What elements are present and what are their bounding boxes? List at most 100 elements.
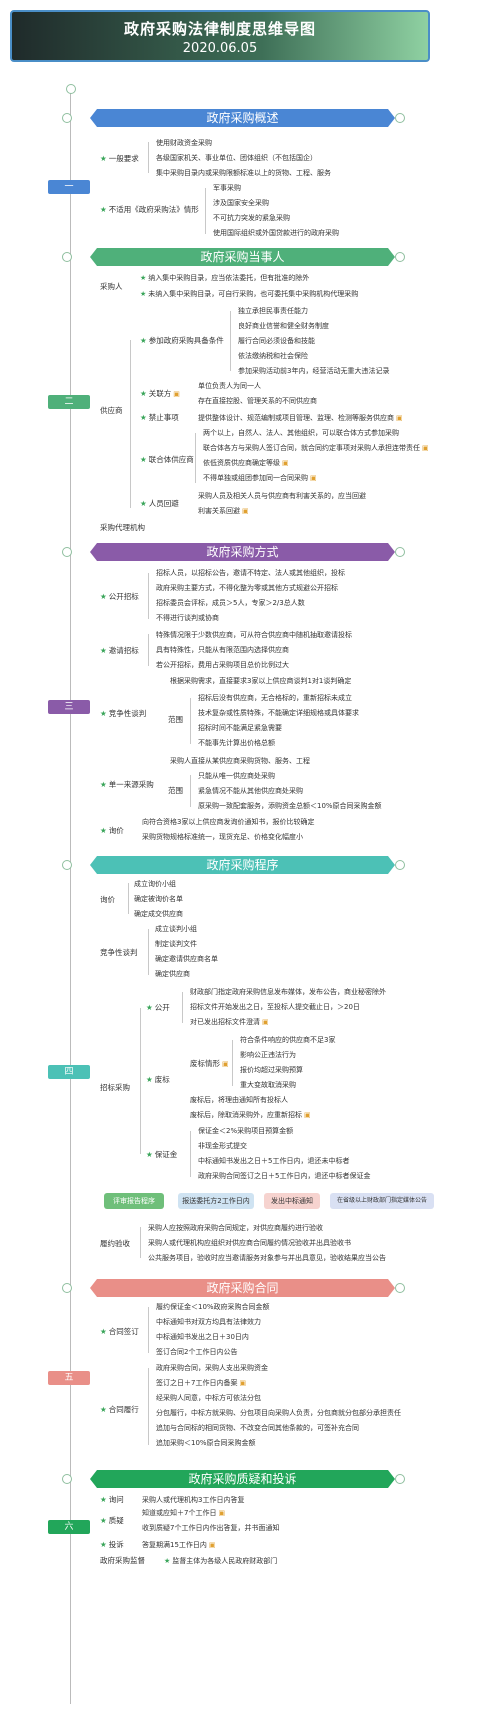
banner-right-node bbox=[395, 113, 405, 123]
s5-sign-item: 签订合同2个工作日内公告 bbox=[156, 1348, 238, 1356]
s5-sign-bracket bbox=[148, 1307, 149, 1353]
s1-a-item: 使用财政资金采购 bbox=[156, 139, 212, 147]
s4-dep-item: 中标通知书发出之日＋5工作日内，退还未中标者 bbox=[198, 1157, 350, 1165]
section-banner-1: 政府采购概述 bbox=[90, 109, 395, 127]
s3-comp-item: 招标时间不能满足紧急需要 bbox=[198, 724, 282, 732]
s1-b-item: 涉及国家安全采购 bbox=[213, 199, 269, 207]
note-icon: ▣ bbox=[208, 1541, 216, 1549]
s4-inq-item: 确定被询价名单 bbox=[134, 895, 183, 903]
s2-ban-label: ★禁止事项 bbox=[140, 413, 179, 422]
section-number-5: 五 bbox=[48, 1371, 90, 1385]
section-banner-5: 政府采购合同 bbox=[90, 1279, 395, 1297]
s3-comp-bracket bbox=[190, 698, 191, 744]
s2-rel-item: 存在直接控股、管理关系的不同供应商 bbox=[198, 397, 317, 405]
s6-c-label: ★投诉 bbox=[100, 1540, 124, 1549]
section-number-6: 六 bbox=[48, 1520, 90, 1534]
s1-branch-general: ★一般要求 bbox=[100, 154, 139, 163]
banner-right-node bbox=[395, 547, 405, 557]
s4-acc-item: 采购人应按照政府采购合同规定，对供应商履约进行验收 bbox=[148, 1224, 323, 1232]
s2-cond-bracket bbox=[230, 311, 231, 371]
s2-purchaser: 采购人 bbox=[100, 282, 123, 291]
s4-pub-item: 招标文件开始发出之日，至投标人提交截止日，＞20日 bbox=[190, 1003, 360, 1011]
note-icon: ▣ bbox=[173, 390, 180, 398]
s3-single-label: ★单一来源采购 bbox=[100, 780, 154, 789]
s3-inv-label: ★邀请招标 bbox=[100, 646, 139, 655]
banner-left-node bbox=[62, 113, 72, 123]
s2-joint-item: 依低资质供应商确定等级▣ bbox=[203, 459, 289, 467]
s4-bid-bracket bbox=[140, 1008, 141, 1154]
s4-pub-bracket bbox=[182, 992, 183, 1023]
s4-dep-item: 政府采购合同签订之日＋5工作日内，退还中标者保证金 bbox=[198, 1172, 371, 1180]
s3-open-item: 招标人员，以招标公告，邀请不特定、法人或其他组织，投标 bbox=[156, 569, 345, 577]
s4-comp-item: 制定谈判文件 bbox=[155, 940, 197, 948]
main-date: 2020.06.05 bbox=[182, 41, 258, 56]
s4-flow-step: 报送委托方2工作日内 bbox=[178, 1193, 254, 1209]
note-icon: ▣ bbox=[304, 1111, 311, 1119]
s3-open-label: ★公开招标 bbox=[100, 592, 139, 601]
s5-perf-item: 分包履行，中标方就采购、分包项目向采购人负责，分包商就分包部分承担责任 bbox=[156, 1409, 401, 1417]
s4-dep-bracket bbox=[190, 1131, 191, 1177]
s2-p-item: ★纳入集中采购目录，应当依法委托，但有批准的除外 bbox=[140, 274, 310, 282]
s4-neg-sub-item: 重大变故取消采购 bbox=[240, 1081, 296, 1089]
s4-dep-label: ★保证金 bbox=[146, 1150, 178, 1159]
s4-pub-label: ★公开 bbox=[146, 1003, 170, 1012]
s3-inq-item: 向符合资格3家以上供应商发询价通知书，报价比较确定 bbox=[142, 818, 315, 826]
s2-joint-bracket bbox=[195, 433, 196, 483]
s4-neg-sub: 废标情形▣ bbox=[190, 1059, 229, 1068]
s3-open-item: 招标委员会评标，成员＞5人，专家＞2/3总人数 bbox=[156, 599, 305, 607]
s5-perf-item: 追加与合同标的相同货物、不改变合同其他条款的，可签补充合同 bbox=[156, 1424, 359, 1432]
s4-dep-item: 非现金形式提交 bbox=[198, 1142, 247, 1150]
s5-sign-label: ★合同签订 bbox=[100, 1327, 139, 1336]
s2-p-item: ★未纳入集中采购目录，可自行采购，也可委托集中采购机构代理采购 bbox=[140, 290, 359, 298]
s6-s-label: 政府采购监督 bbox=[100, 1556, 145, 1565]
banner-left-node bbox=[62, 547, 72, 557]
s4-neg-sub-item: 报价均超过采购预算 bbox=[240, 1066, 303, 1074]
s6-d-item: 知道或应知＋7个工作日▣ bbox=[142, 1509, 226, 1517]
section-banner-2: 政府采购当事人 bbox=[90, 248, 395, 266]
s4-inq-item: 确定成交供应商 bbox=[134, 910, 183, 918]
s6-q-label: ★询问 bbox=[100, 1495, 124, 1504]
s3-single-item: 只能从唯一供应商处采购 bbox=[198, 772, 275, 780]
s3-inv-item: 具有特殊性，只能从有限范围内选择供应商 bbox=[156, 646, 289, 654]
section-number-4: 四 bbox=[48, 1065, 90, 1079]
s6-s-item: ★监督主体为各级人民政府财政部门 bbox=[164, 1557, 278, 1565]
s1-a-item: 集中采购目录内或采购限额标准以上的货物、工程、服务 bbox=[156, 169, 331, 177]
section-banner-3: 政府采购方式 bbox=[90, 543, 395, 561]
s2-avoid-label: ★人员回避 bbox=[140, 499, 179, 508]
s3-comp-item: 招标后没有供应商，无合格标的，重新招标未成立 bbox=[198, 694, 352, 702]
s4-inq-label: 询价 bbox=[100, 895, 115, 904]
s2-joint-item: 联合体各方与采购人签订合同，就合同约定事项对采购人承担连带责任▣ bbox=[203, 444, 429, 452]
s2-bracket bbox=[130, 340, 131, 508]
s2-agency: 采购代理机构 bbox=[100, 523, 145, 532]
s4-flow-label: 评审报告程序 bbox=[104, 1193, 164, 1209]
banner-left-node bbox=[62, 1474, 72, 1484]
section-title: 政府采购概述 bbox=[206, 111, 279, 125]
s3-comp-top: 根据采购需求，直接要求3家以上供应商谈判1对1谈判确定 bbox=[170, 677, 352, 685]
s5-sign-item: 履约保证金＜10%政府采购合同金额 bbox=[156, 1303, 270, 1311]
s3-comp-scope: 范围 bbox=[168, 715, 183, 724]
s4-pub-item: 对已发出招标文件澄清▣ bbox=[190, 1018, 269, 1026]
s4-comp-label: 竞争性谈判 bbox=[100, 948, 138, 957]
s3-comp-label: ★竞争性谈判 bbox=[100, 709, 147, 718]
section-banner-6: 政府采购质疑和投诉 bbox=[90, 1470, 395, 1488]
s3-open-item: 政府采购主要方式，不得化整为零或其他方式规避公开招标 bbox=[156, 584, 338, 592]
banner-left-node bbox=[62, 1283, 72, 1293]
s4-neg-sub-item: 影响公正违法行为 bbox=[240, 1051, 296, 1059]
title-header: 政府采购法律制度思维导图 2020.06.05 bbox=[10, 10, 430, 62]
s2-joint-label: ★联合体供应商 bbox=[140, 455, 194, 464]
note-icon: ▣ bbox=[222, 1060, 229, 1068]
s4-inq-item: 成立询价小组 bbox=[134, 880, 176, 888]
s3-open-item: 不得进行谈判或协商 bbox=[156, 614, 219, 622]
s2-ban-item: 提供整体设计、规范编制或项目管理、监理、检测等服务供应商▣ bbox=[198, 414, 403, 422]
section-number-3: 三 bbox=[48, 700, 90, 714]
section-number-1: 一 bbox=[48, 180, 90, 194]
banner-left-node bbox=[62, 860, 72, 870]
s4-neg-item: 废标后，将理由通知所有投标人 bbox=[190, 1096, 288, 1104]
s1-bracket-b bbox=[205, 188, 206, 234]
s1-b-item: 军事采购 bbox=[213, 184, 241, 192]
banner-right-node bbox=[395, 252, 405, 262]
s3-inv-item: 若公开招标，费用占采购项目总价比例过大 bbox=[156, 661, 289, 669]
s5-perf-label: ★合同履行 bbox=[100, 1405, 139, 1414]
banner-right-node bbox=[395, 1283, 405, 1293]
s2-joint-item: 不得单独或组团参加同一合同采购▣ bbox=[203, 474, 317, 482]
